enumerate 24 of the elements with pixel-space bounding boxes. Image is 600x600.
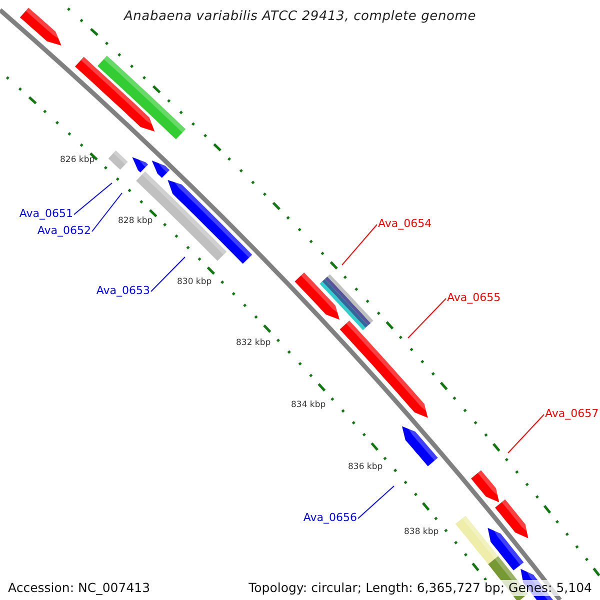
tick-label: 836 kbp <box>348 462 383 472</box>
tick-label: 828 kbp <box>118 216 153 226</box>
tick-label: 834 kbp <box>291 400 326 410</box>
leader-line <box>358 486 394 519</box>
leader-line <box>342 224 378 266</box>
gene-label: Ava_0656 <box>303 511 357 524</box>
gene-label: Ava_0654 <box>378 217 432 230</box>
gene-label: Ava_0653 <box>96 284 150 297</box>
leader-line <box>150 256 186 292</box>
tick-label: 830 kbp <box>177 277 212 287</box>
gene-label: Ava_0651 <box>19 207 73 220</box>
leader-line <box>508 414 544 454</box>
gene-label: Ava_0657 <box>545 407 599 420</box>
gene-label: Ava_0652 <box>37 224 91 237</box>
accession-text: Accession: NC_007413 <box>6 580 152 596</box>
leader-line <box>74 182 112 215</box>
tick-label: 832 kbp <box>236 338 271 348</box>
gene-label: Ava_0655 <box>447 291 501 304</box>
leader-line <box>92 192 122 232</box>
genome-stats-text: Topology: circular; Length: 6,365,727 bp; Genes: 5,104 <box>246 580 594 596</box>
title: Anabaena variabilis ATCC 29413, complete genome <box>122 9 478 24</box>
tick-label: 838 kbp <box>404 527 439 537</box>
tick-label: 826 kbp <box>60 155 95 165</box>
leader-line <box>408 298 446 338</box>
